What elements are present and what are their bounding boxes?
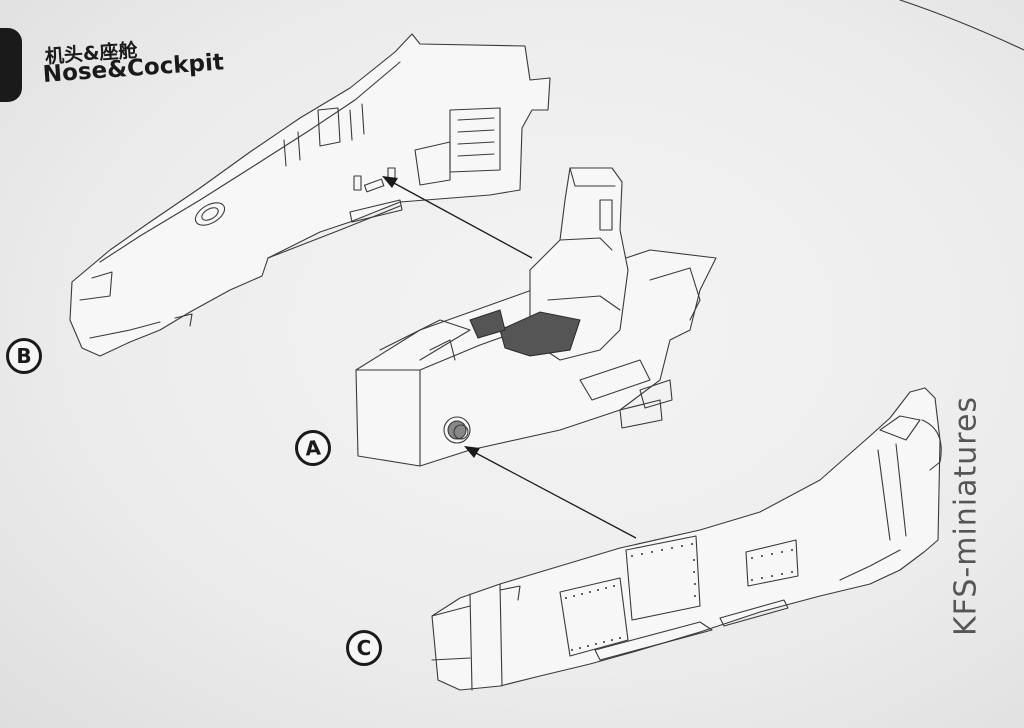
rivet-pattern <box>565 543 793 651</box>
arrow-c-to-a <box>464 446 637 539</box>
part-label-c: C <box>346 630 382 666</box>
arrow-seat-to-b <box>382 176 533 259</box>
fuselage-half-c <box>431 387 942 691</box>
page-edge-line <box>899 0 1024 51</box>
step-number-badge <box>0 28 22 102</box>
part-label-b: B <box>6 338 42 374</box>
watermark-text: KFS-miniatures <box>948 395 984 637</box>
fuselage-half-b <box>69 33 551 357</box>
cockpit-tub-a <box>355 167 717 467</box>
